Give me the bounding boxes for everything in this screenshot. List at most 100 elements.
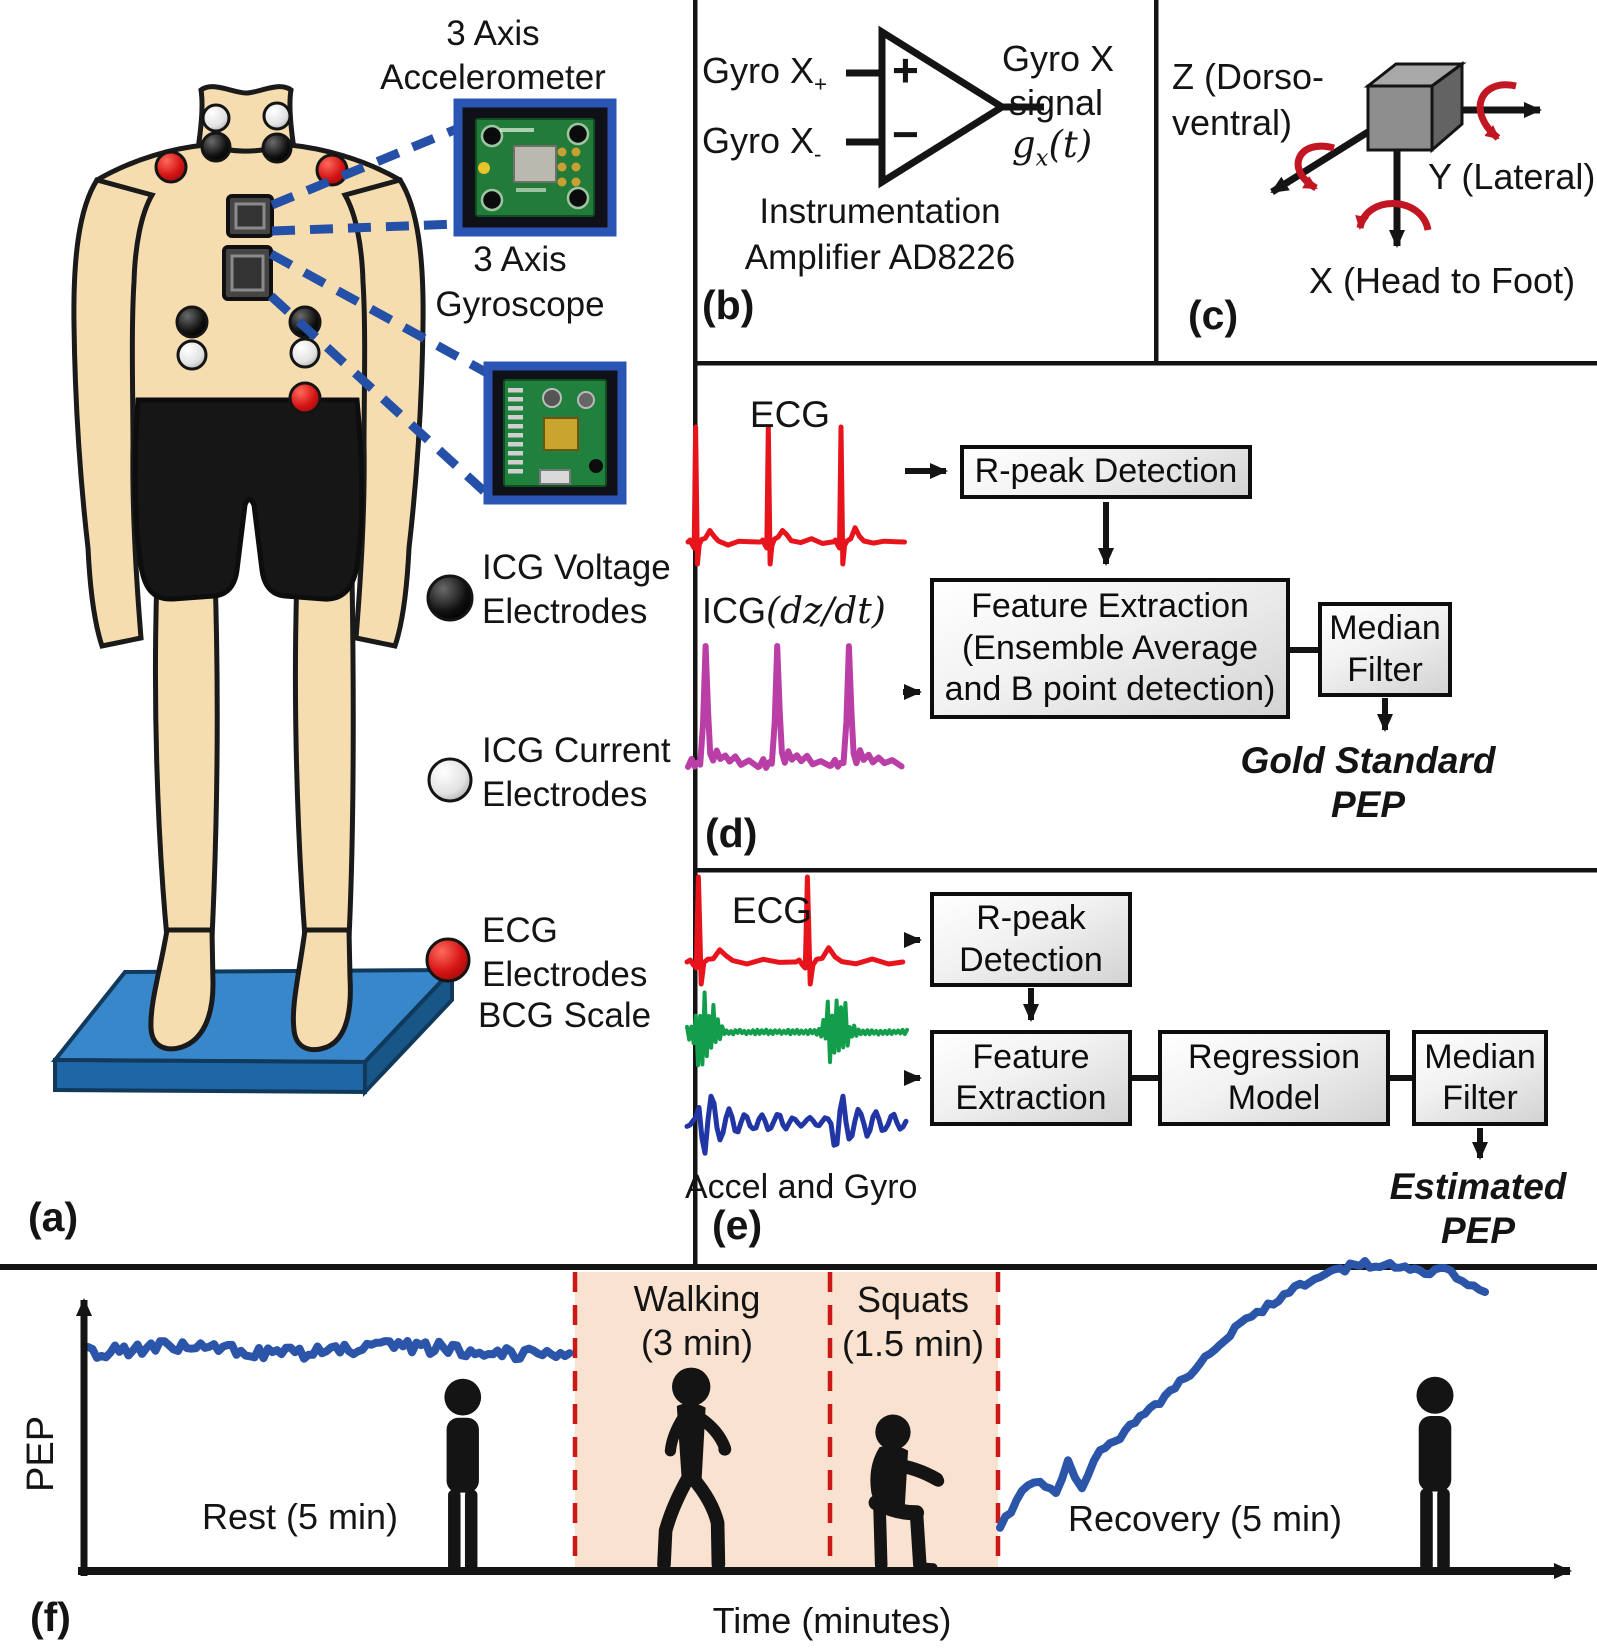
z-axis-label-line2: ventral) bbox=[1172, 102, 1293, 143]
x-rotation-icon bbox=[1355, 200, 1432, 231]
legend-icg-voltage-line1: ICG Voltage bbox=[482, 548, 671, 587]
left-leg bbox=[152, 572, 220, 941]
gyroscope-title-line2: Gyroscope bbox=[435, 285, 605, 324]
x-axis-label: X (Head to Foot) bbox=[1308, 260, 1576, 301]
gyro-trace-e bbox=[684, 1093, 909, 1156]
pep-trace-rest bbox=[84, 1337, 574, 1364]
opamp-triangle-icon bbox=[878, 25, 1009, 189]
amplifier-caption-line2: Amplifier AD8226 bbox=[744, 238, 1016, 277]
time-axis-label: Time (minutes) bbox=[712, 1600, 952, 1641]
panel-d-connectors bbox=[903, 463, 1393, 732]
opamp-schematic bbox=[846, 25, 1044, 189]
icg-current-electrode bbox=[201, 103, 231, 133]
rotation-arrows bbox=[1294, 81, 1517, 231]
legend-icg-current-line2: Electrodes bbox=[482, 775, 648, 814]
panel-dividers bbox=[0, 0, 1597, 1270]
rest-phase-label: Rest (5 min) bbox=[201, 1496, 399, 1537]
icg-current-electrode bbox=[262, 101, 292, 131]
legend-ecg-line1: ECG bbox=[482, 911, 558, 950]
squatting-person-icon bbox=[868, 1414, 945, 1572]
walking-phase-label-line2: (3 min) bbox=[640, 1322, 754, 1363]
walking-phase-label-line1: Walking bbox=[633, 1278, 761, 1319]
shorts bbox=[132, 397, 365, 602]
right-arm bbox=[341, 177, 426, 649]
opamp-minus-sign: − bbox=[892, 108, 919, 160]
ecg-trace-e bbox=[684, 874, 906, 987]
right-foot bbox=[290, 927, 353, 1053]
ecg-label-d: ECG bbox=[749, 394, 831, 435]
black-electrode-icon bbox=[426, 574, 474, 622]
chart-axes bbox=[76, 1298, 1572, 1579]
icg-trace-d bbox=[685, 643, 905, 771]
accelerometer-title-line1: 3 Axis bbox=[446, 14, 540, 53]
icg-label-d: ICG(dz/dt) bbox=[702, 590, 886, 632]
z-rotation-icon bbox=[1294, 142, 1335, 192]
estimated-pep-line1: Estimated bbox=[1389, 1166, 1567, 1207]
right-leg bbox=[292, 572, 356, 941]
pep-trace-recovery bbox=[996, 1257, 1489, 1532]
opamp-output-math: gx(t) bbox=[1011, 123, 1093, 172]
body-electrodes bbox=[154, 101, 349, 415]
legend-icg-voltage-line2: Electrodes bbox=[482, 592, 648, 631]
icg-voltage-electrode bbox=[200, 131, 232, 163]
panel-c-letter: (c) bbox=[1188, 292, 1239, 338]
pep-axis-label: PEP bbox=[20, 1415, 62, 1492]
gyro-x-minus-input: Gyro X- bbox=[702, 120, 822, 167]
white-electrode-icon bbox=[427, 757, 473, 803]
icg-voltage-electrode bbox=[175, 305, 209, 339]
legend-dots bbox=[425, 574, 474, 983]
y-axis-label: Y (Lateral) bbox=[1428, 156, 1596, 197]
z-axis-label-line1: Z (Dorso- bbox=[1172, 56, 1324, 97]
activity-shaded-region bbox=[575, 1272, 998, 1572]
ecg-electrode bbox=[288, 381, 322, 415]
ecg-label-e: ECG bbox=[731, 890, 813, 931]
panel-e-connectors bbox=[904, 932, 1488, 1160]
panel-a-letter: (a) bbox=[28, 1194, 79, 1240]
walking-person-icon bbox=[657, 1367, 732, 1572]
ecg-trace-d bbox=[685, 424, 907, 567]
bcg-scale-platform bbox=[50, 964, 457, 1098]
accelerometer-title-line2: Accelerometer bbox=[380, 58, 606, 97]
left-foot bbox=[148, 927, 216, 1052]
legend-icg-current-line1: ICG Current bbox=[482, 731, 671, 770]
squats-phase-label-line2: (1.5 min) bbox=[841, 1323, 985, 1364]
amplifier-caption-line1: Instrumentation bbox=[759, 192, 1001, 231]
axis-orientation-diagram bbox=[1270, 61, 1542, 248]
panel-f-letter: (f) bbox=[30, 1594, 71, 1640]
gyro-x-plus-input: Gyro X+ bbox=[702, 50, 828, 97]
estimated-pep-line2: PEP bbox=[1440, 1210, 1516, 1251]
sensor-patches bbox=[222, 194, 274, 301]
standing-person-icon bbox=[444, 1378, 482, 1573]
gold-standard-pep-line2: PEP bbox=[1330, 784, 1406, 825]
recovery-phase-label: Recovery (5 min) bbox=[1067, 1498, 1343, 1539]
bcg-scale-label: BCG Scale bbox=[478, 996, 652, 1035]
opamp-output-line2: signal bbox=[1008, 82, 1104, 123]
accel-gyro-label: Accel and Gyro bbox=[685, 1168, 918, 1206]
y-rotation-icon bbox=[1476, 81, 1517, 141]
ecg-electrode bbox=[154, 150, 188, 184]
opamp-plus-sign: + bbox=[892, 44, 919, 96]
accel-trace-e bbox=[685, 990, 909, 1068]
left-arm bbox=[71, 177, 156, 649]
legend-ecg-line2: Electrodes bbox=[482, 955, 648, 994]
phase-boundary-dashes bbox=[572, 1272, 1001, 1570]
panel-b-letter: (b) bbox=[702, 282, 755, 328]
icg-current-electrode bbox=[176, 339, 208, 371]
sensor-cube-icon bbox=[1363, 61, 1467, 154]
panel-d-letter: (d) bbox=[705, 810, 758, 856]
body-silhouette bbox=[71, 84, 426, 1053]
red-electrode-icon bbox=[425, 937, 471, 983]
panel-e-letter: (e) bbox=[712, 1202, 763, 1248]
callout-dashed-lines bbox=[267, 123, 492, 498]
icg-voltage-electrode bbox=[261, 132, 293, 164]
gyroscope-title-line1: 3 Axis bbox=[473, 240, 567, 279]
standing-person-icon bbox=[1416, 1376, 1454, 1572]
